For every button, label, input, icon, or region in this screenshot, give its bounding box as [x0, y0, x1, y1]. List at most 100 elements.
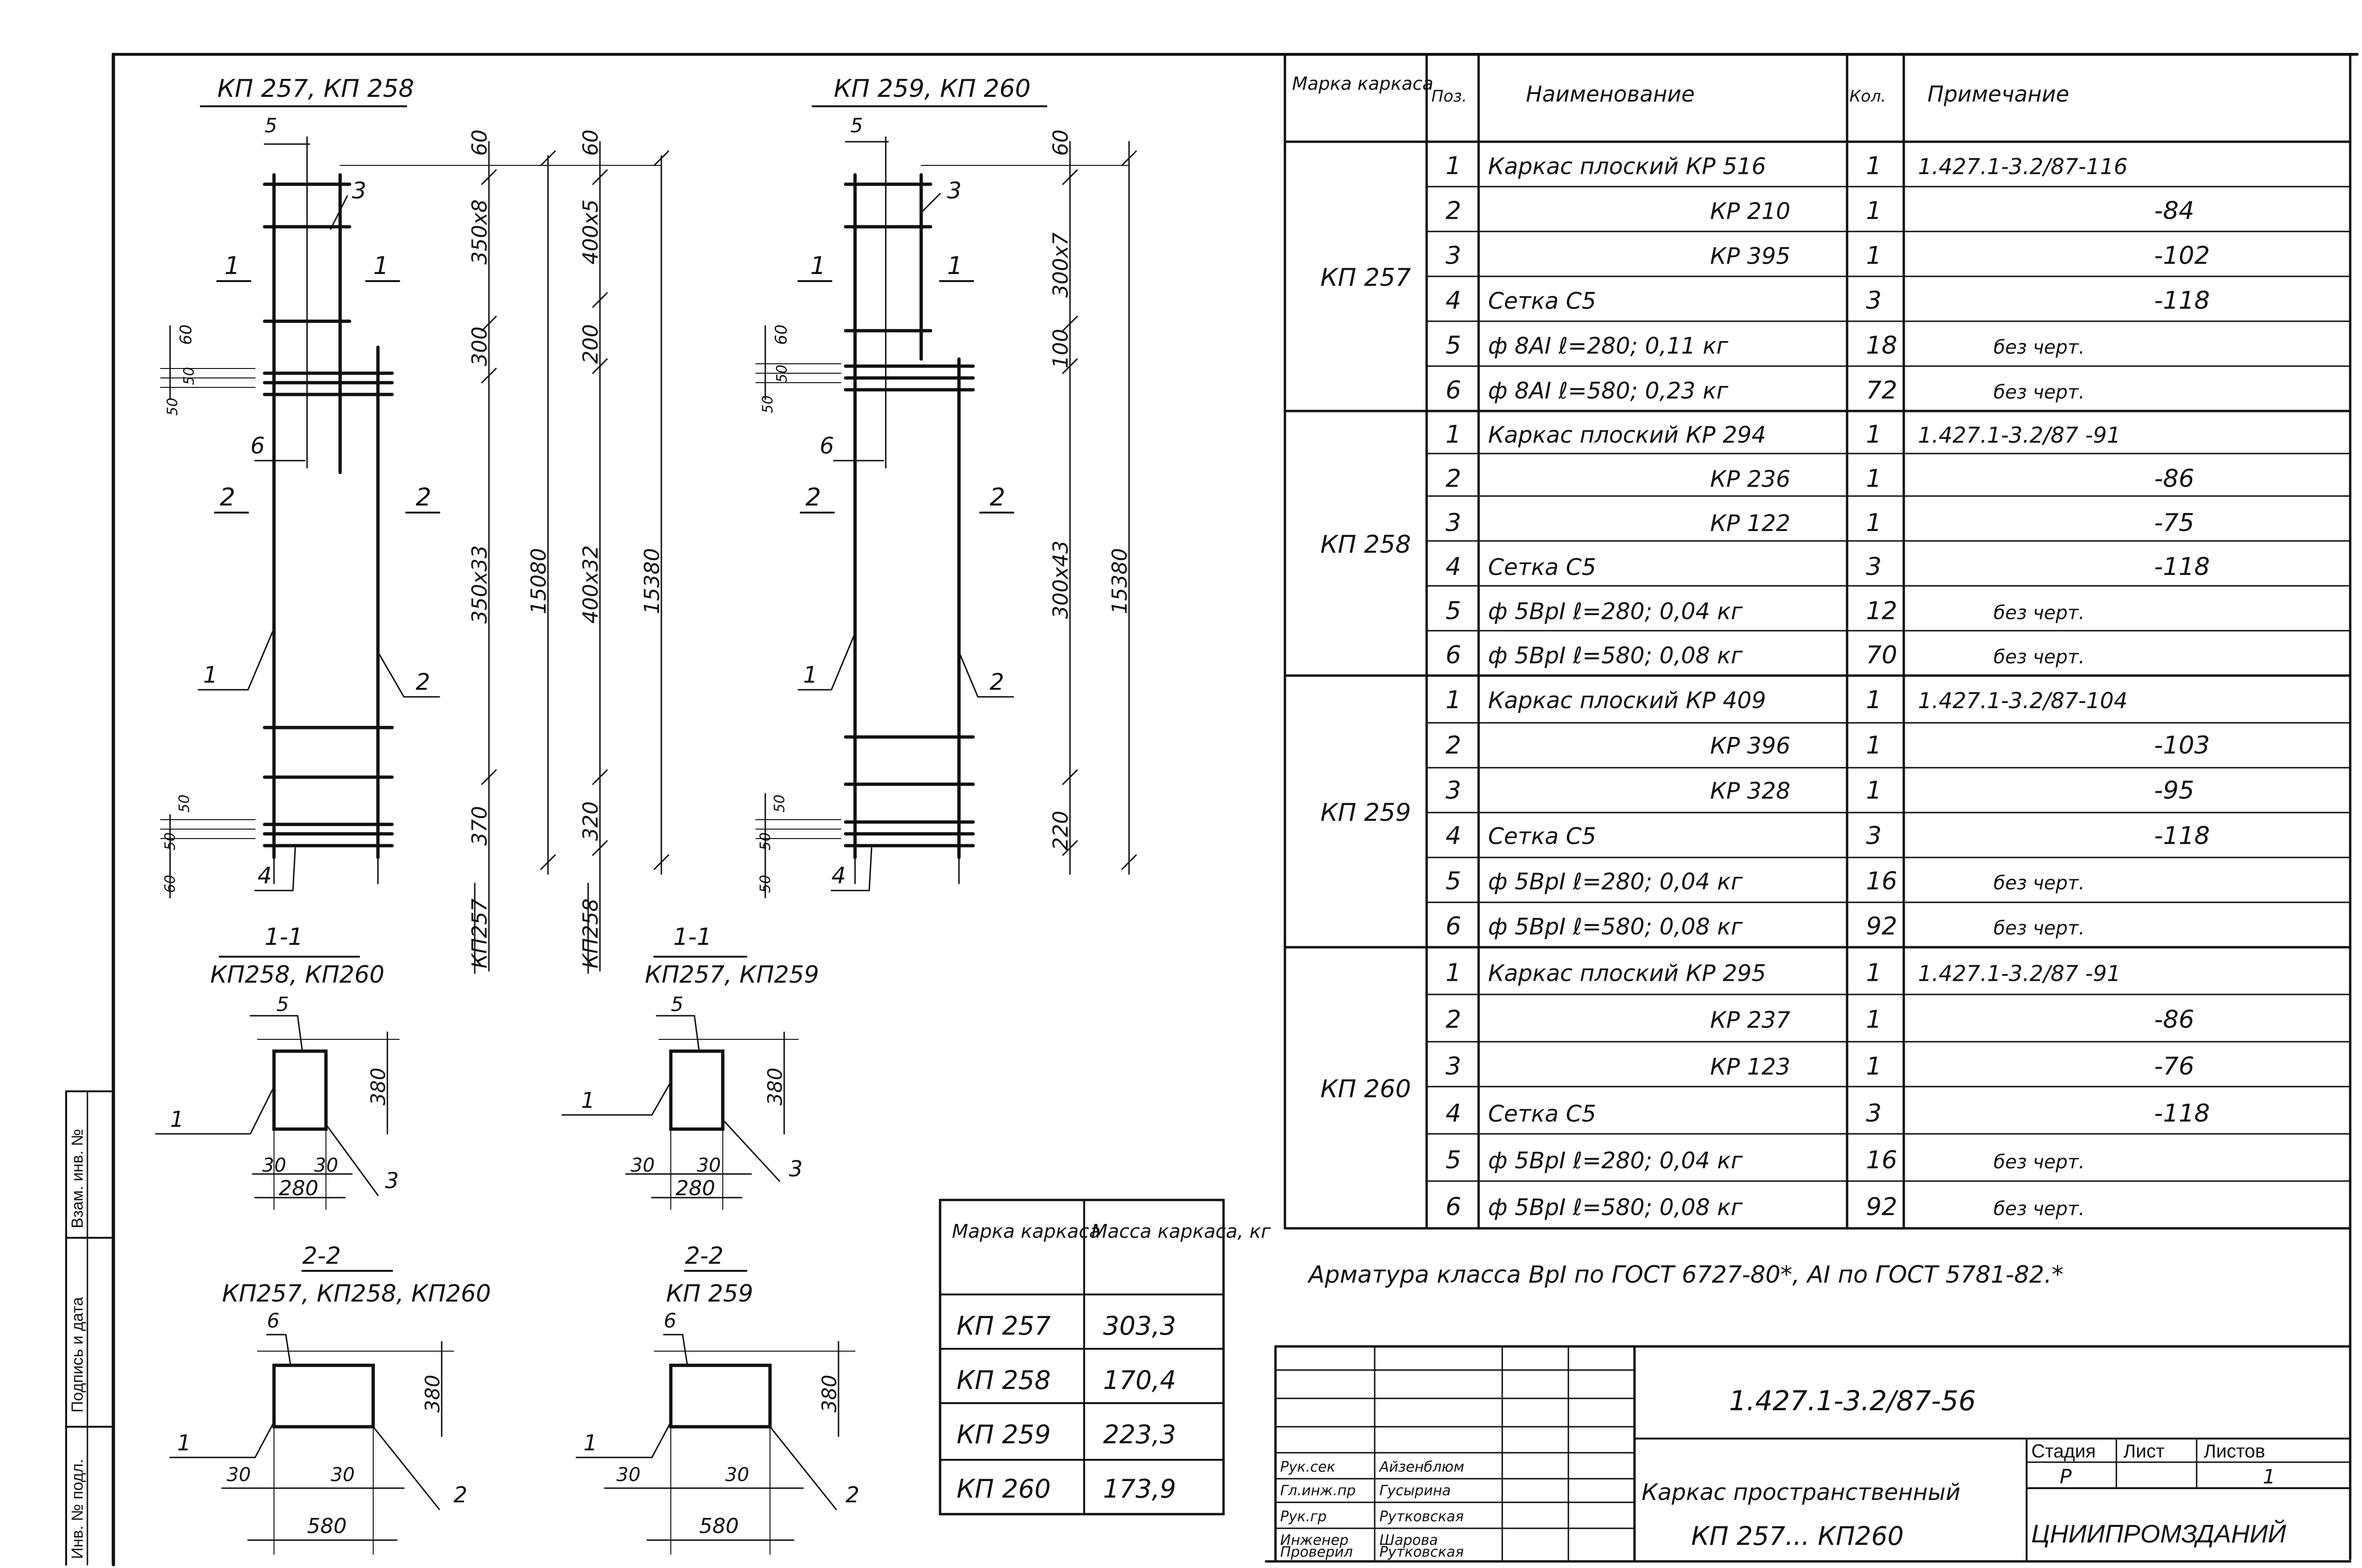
spec-row-qty: 16	[1866, 867, 1897, 895]
tb-role-title: Рук.гр	[1280, 1508, 1326, 1525]
spec-row-pos: 6	[1446, 376, 1461, 404]
mass-row-value: 173,9	[1103, 1474, 1176, 1504]
spec-row-name: ф 5ВрI ℓ=280; 0,04 кг	[1488, 868, 1743, 895]
spec-row-pos: 6	[1446, 641, 1461, 669]
spec-row-pos: 3	[1446, 1053, 1461, 1081]
spec-header-pos: Поз.	[1431, 87, 1467, 106]
dim-col1-370: 370	[468, 806, 492, 846]
section-22b-m1: 1	[583, 1430, 597, 1456]
spec-row-pos: 4	[1446, 1099, 1461, 1128]
section-mark-1-right: 1	[373, 252, 389, 280]
dim-col1-kp257: КП257	[468, 899, 492, 968]
dim-left-50a: 50	[181, 367, 197, 385]
section-mark-1-right-r: 1	[947, 252, 963, 280]
dim-r-60: 60	[1049, 129, 1073, 156]
plan-left-title: КП 257, КП 258	[217, 75, 414, 103]
spec-row-note: -118	[2154, 286, 2210, 315]
spec-row-note: -75	[2154, 509, 2194, 537]
spec-row-note: -118	[2154, 822, 2210, 850]
section-22b-title: 2-2	[685, 1242, 724, 1269]
tb-role-person: Айзенблюм	[1378, 1459, 1464, 1475]
spec-row-note: без черт.	[1994, 917, 2085, 939]
spec-row-pos: 6	[1446, 1193, 1461, 1221]
spec-row-pos: 5	[1446, 1146, 1461, 1174]
spec-row-note: 1.427.1-3.2/87 -91	[1918, 422, 2121, 448]
mark-5-r: 5	[850, 114, 863, 137]
stage-value: Р	[2060, 1465, 2072, 1488]
spec-row-qty: 1	[1866, 420, 1882, 449]
section-11a-m5: 5	[276, 993, 289, 1016]
cage-elevation-kp257-kp258	[160, 105, 669, 974]
side-stamp-replacement: Взам. инв. №	[68, 1129, 86, 1228]
dim-col1-350x33: 350x33	[468, 545, 492, 624]
mark-6-r: 6	[820, 433, 834, 459]
dim-r-300x43: 300x43	[1049, 540, 1073, 619]
tb-role-person: Шарова	[1379, 1532, 1438, 1549]
spec-table: Марка каркаса Поз. Наименование Кол. При…	[1292, 73, 2210, 1221]
section-22a-m1: 1	[177, 1430, 191, 1456]
tb-role-title: Рук.сек	[1280, 1459, 1335, 1475]
spec-row-name: ф 5ВрI ℓ=280; 0,04 кг	[1488, 1148, 1743, 1174]
plan-left-labels: КП 257, КП 258 5 3 1 1 6 2 2 1 2 4 60 50…	[162, 75, 664, 968]
spec-row-name: ф 8АI ℓ=580; 0,23 кг	[1488, 377, 1729, 404]
mark-2-r: 2	[990, 669, 1004, 695]
mark-1-r: 1	[803, 662, 818, 688]
spec-row-note: без черт.	[1994, 646, 2085, 668]
dim-r-left-50e: 50	[757, 875, 774, 893]
spec-row-pos: 3	[1446, 241, 1461, 270]
dim-r-220: 220	[1049, 811, 1073, 850]
spec-row-name: Каркас плоский КР 295	[1488, 960, 1766, 986]
dim-col1-60: 60	[468, 129, 492, 156]
dim-left-50e: 60	[162, 875, 179, 893]
spec-row-pos: 2	[1446, 1006, 1461, 1034]
section-22a-m2: 2	[454, 1482, 467, 1508]
spec-header-name: Наименование	[1526, 81, 1694, 107]
spec-row-name: Сетка С5	[1488, 823, 1596, 850]
section-2-2-b	[575, 1270, 856, 1555]
section-2-2-a	[169, 1270, 454, 1555]
tb-role-title: Проверил	[1280, 1544, 1353, 1560]
doc-number: 1.427.1-3.2/87-56	[1729, 1385, 1976, 1417]
dim-r-left-50d: 50	[757, 832, 774, 850]
dim-total-15080: 15080	[527, 548, 551, 614]
section-22a-subtitle: КП257, КП258, КП260	[222, 1280, 491, 1307]
spec-row-pos: 5	[1446, 597, 1461, 625]
section-22b-d2: 30	[725, 1464, 749, 1486]
mass-table-grid	[939, 1199, 1225, 1516]
mass-row-mark: КП 258	[957, 1365, 1051, 1395]
dim-r-300x7: 300x7	[1049, 232, 1073, 298]
spec-row-name: КР 237	[1710, 1007, 1790, 1034]
section-1-1-a	[155, 956, 400, 1210]
sections-labels: 1-1 КП258, КП260 5 380 30 30 280 1 3 1-1…	[170, 923, 859, 1538]
spec-group-mark: КП 257	[1320, 264, 1411, 292]
mark-3-r: 3	[947, 178, 962, 204]
cage-elevation-kp259-kp260	[755, 105, 1137, 899]
section-22b-subtitle: КП 259	[666, 1280, 753, 1307]
spec-header-qty: Кол.	[1849, 87, 1886, 106]
plan-right-title: КП 259, КП 260	[834, 75, 1031, 103]
organization: ЦНИИПРОМЗДАНИЙ	[2031, 1519, 2286, 1548]
tb-role-person: Гусырина	[1379, 1482, 1451, 1499]
doc-name-line1: Каркас пространственный	[1642, 1479, 1960, 1506]
spec-row-pos: 2	[1446, 465, 1461, 493]
spec-row-qty: 72	[1866, 376, 1897, 404]
spec-row-pos: 4	[1446, 822, 1461, 850]
dim-left-50b: 50	[164, 398, 181, 416]
section-11a-h: 380	[367, 1068, 390, 1105]
spec-row-name: КР 236	[1710, 466, 1790, 493]
mark-6: 6	[250, 433, 265, 459]
tb-role-person: Рутковская	[1379, 1544, 1464, 1560]
spec-row-note: -103	[2154, 731, 2210, 760]
spec-row-pos: 1	[1446, 686, 1461, 714]
section-11b-h: 380	[763, 1068, 787, 1105]
mass-table-header-mass: Масса каркаса, кг	[1091, 1221, 1271, 1242]
sheet-label: Лист	[2123, 1441, 2165, 1462]
side-stamp	[65, 1090, 114, 1566]
spec-row-name: ф 5ВрI ℓ=580; 0,08 кг	[1488, 1194, 1743, 1221]
dim-col1-350x8: 350x8	[468, 199, 492, 265]
tb-role-person: Рутковская	[1379, 1508, 1464, 1525]
section-11a-m1: 1	[170, 1106, 184, 1132]
